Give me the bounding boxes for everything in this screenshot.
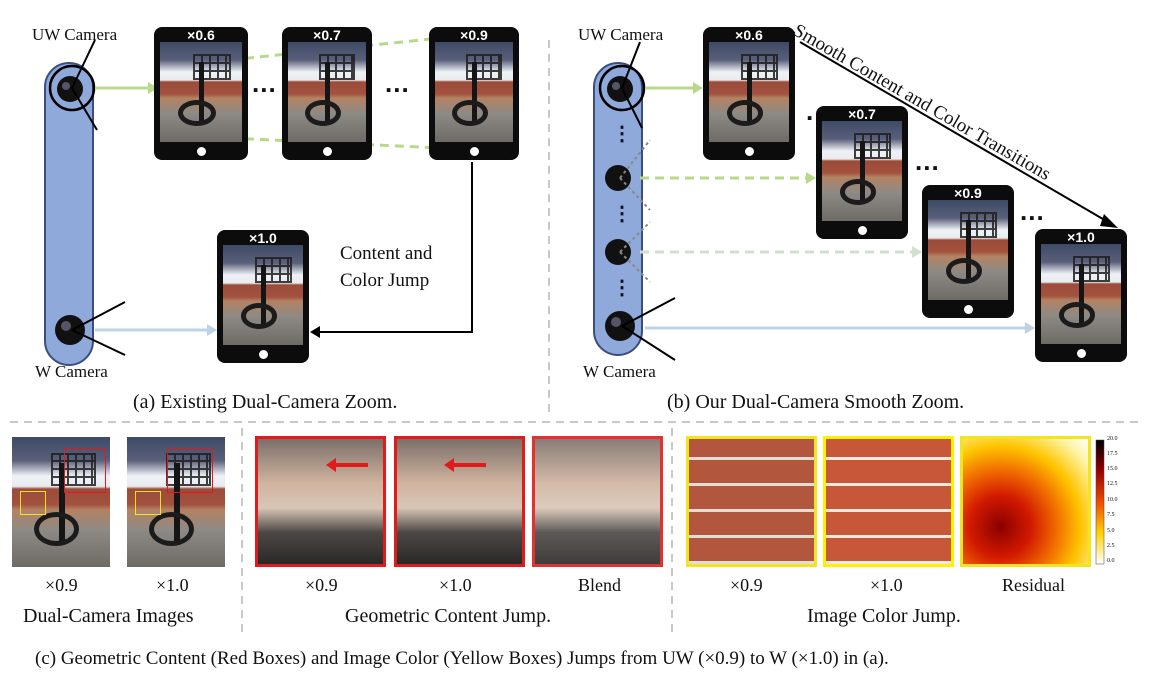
dual-label-09: ×0.9 [45, 575, 78, 595]
colorbar-tick: 10.0 [1107, 497, 1118, 503]
phone-a-07: ×0.7 [282, 27, 372, 160]
colorbar-tick: 17.5 [1107, 451, 1118, 457]
geometric-label-blend: Blend [578, 575, 621, 595]
scene-photo [223, 245, 303, 345]
color-crop-10 [823, 436, 954, 567]
colorbar-tick: 15.0 [1107, 466, 1118, 472]
dual-image-10 [127, 437, 225, 567]
color-label-10: ×1.0 [870, 575, 903, 595]
geometric-crop-blend [532, 436, 663, 567]
scene-photo [1041, 244, 1121, 344]
jump-text-line1: Content and [340, 243, 433, 264]
color-label-09: ×0.9 [730, 575, 763, 595]
color-title: Image Color Jump. [807, 605, 961, 627]
scene-photo [160, 42, 242, 142]
color-crop-09 [686, 436, 817, 567]
zoom-label: ×0.6 [187, 27, 215, 43]
caption-a: (a) Existing Dual-Camera Zoom. [133, 391, 398, 413]
scene-photo [435, 42, 513, 142]
home-button [258, 350, 268, 359]
dual-label-10: ×1.0 [156, 575, 189, 595]
home-button [963, 305, 973, 314]
zoom-label: ×1.0 [249, 230, 277, 246]
jump-text-line2: Color Jump [340, 270, 430, 291]
ellipsis: ... [1020, 196, 1045, 226]
camera-body-b [593, 62, 643, 356]
ellipsis: ... [385, 68, 410, 98]
w-lens-a [55, 315, 85, 345]
home-button [322, 147, 332, 156]
uw-camera-label-b: UW Camera [578, 25, 664, 44]
zoom-label: ×0.7 [848, 106, 876, 122]
ellipsis: ... [252, 68, 277, 98]
svg-text:⋮: ⋮ [612, 203, 632, 225]
zoom-label: ×0.7 [313, 27, 341, 43]
geometric-label-10: ×1.0 [439, 575, 472, 595]
uw-lens-b [607, 76, 633, 102]
scene-photo [928, 200, 1008, 300]
w-camera-label-b: W Camera [583, 362, 656, 381]
colorbar-tick: 7.5 [1107, 512, 1115, 518]
zoom-label: ×0.9 [460, 27, 488, 43]
colorbar-tick: 0.0 [1107, 558, 1115, 564]
zoom-label: ×0.6 [735, 27, 763, 43]
geometric-crop-09 [255, 436, 386, 567]
scene-photo [709, 42, 789, 142]
home-button [744, 147, 754, 156]
phone-b-07: ×0.7 [816, 106, 908, 239]
color-residual-map [960, 436, 1091, 567]
colorbar-tick: 2.5 [1107, 543, 1115, 549]
uw-fov-circle-a [48, 64, 96, 112]
phone-b-10: ×1.0 [1035, 229, 1127, 362]
colorbar-tick: 20.0 [1107, 436, 1118, 442]
geometric-crop-10 [394, 436, 525, 567]
phone-a-06: ×0.6 [154, 27, 248, 160]
jump-arrow-a [320, 162, 473, 333]
colorbar-tick: 5.0 [1107, 528, 1115, 534]
smooth-arrow [799, 41, 1109, 223]
home-button [196, 147, 206, 156]
zoom-label: ×0.9 [954, 185, 982, 201]
colorbar-tick: 12.5 [1107, 481, 1118, 487]
ellipsis: ... [915, 146, 940, 176]
w-lens-b [605, 311, 635, 341]
home-button [469, 147, 479, 156]
caption-b: (b) Our Dual-Camera Smooth Zoom. [667, 391, 965, 413]
colorbar [1095, 439, 1105, 565]
home-button [1076, 349, 1086, 358]
geometric-label-09: ×0.9 [305, 575, 338, 595]
geometric-title: Geometric Content Jump. [345, 605, 552, 627]
caption-c: (c) Geometric Content (Red Boxes) and Im… [35, 648, 889, 669]
color-label-residual: Residual [1002, 575, 1065, 595]
camera-body-a [44, 62, 94, 366]
uw-camera-label-a: UW Camera [32, 25, 118, 44]
svg-text:⋮: ⋮ [612, 123, 632, 145]
phone-a-09: ×0.9 [429, 27, 519, 160]
scene-photo [288, 42, 366, 142]
scene-photo [822, 121, 902, 221]
phone-b-09: ×0.9 [922, 185, 1014, 318]
virtual-lens-1 [605, 165, 631, 191]
phone-b-06: ×0.6 [703, 27, 795, 160]
dual-title: Dual-Camera Images [23, 605, 194, 627]
w-camera-label-a: W Camera [35, 362, 108, 381]
phone-a-10: ×1.0 [217, 230, 309, 363]
virtual-lens-2 [605, 239, 631, 265]
dual-image-09 [12, 437, 110, 567]
zoom-label: ×1.0 [1067, 229, 1095, 245]
home-button [857, 226, 867, 235]
svg-text:⋮: ⋮ [612, 277, 632, 299]
